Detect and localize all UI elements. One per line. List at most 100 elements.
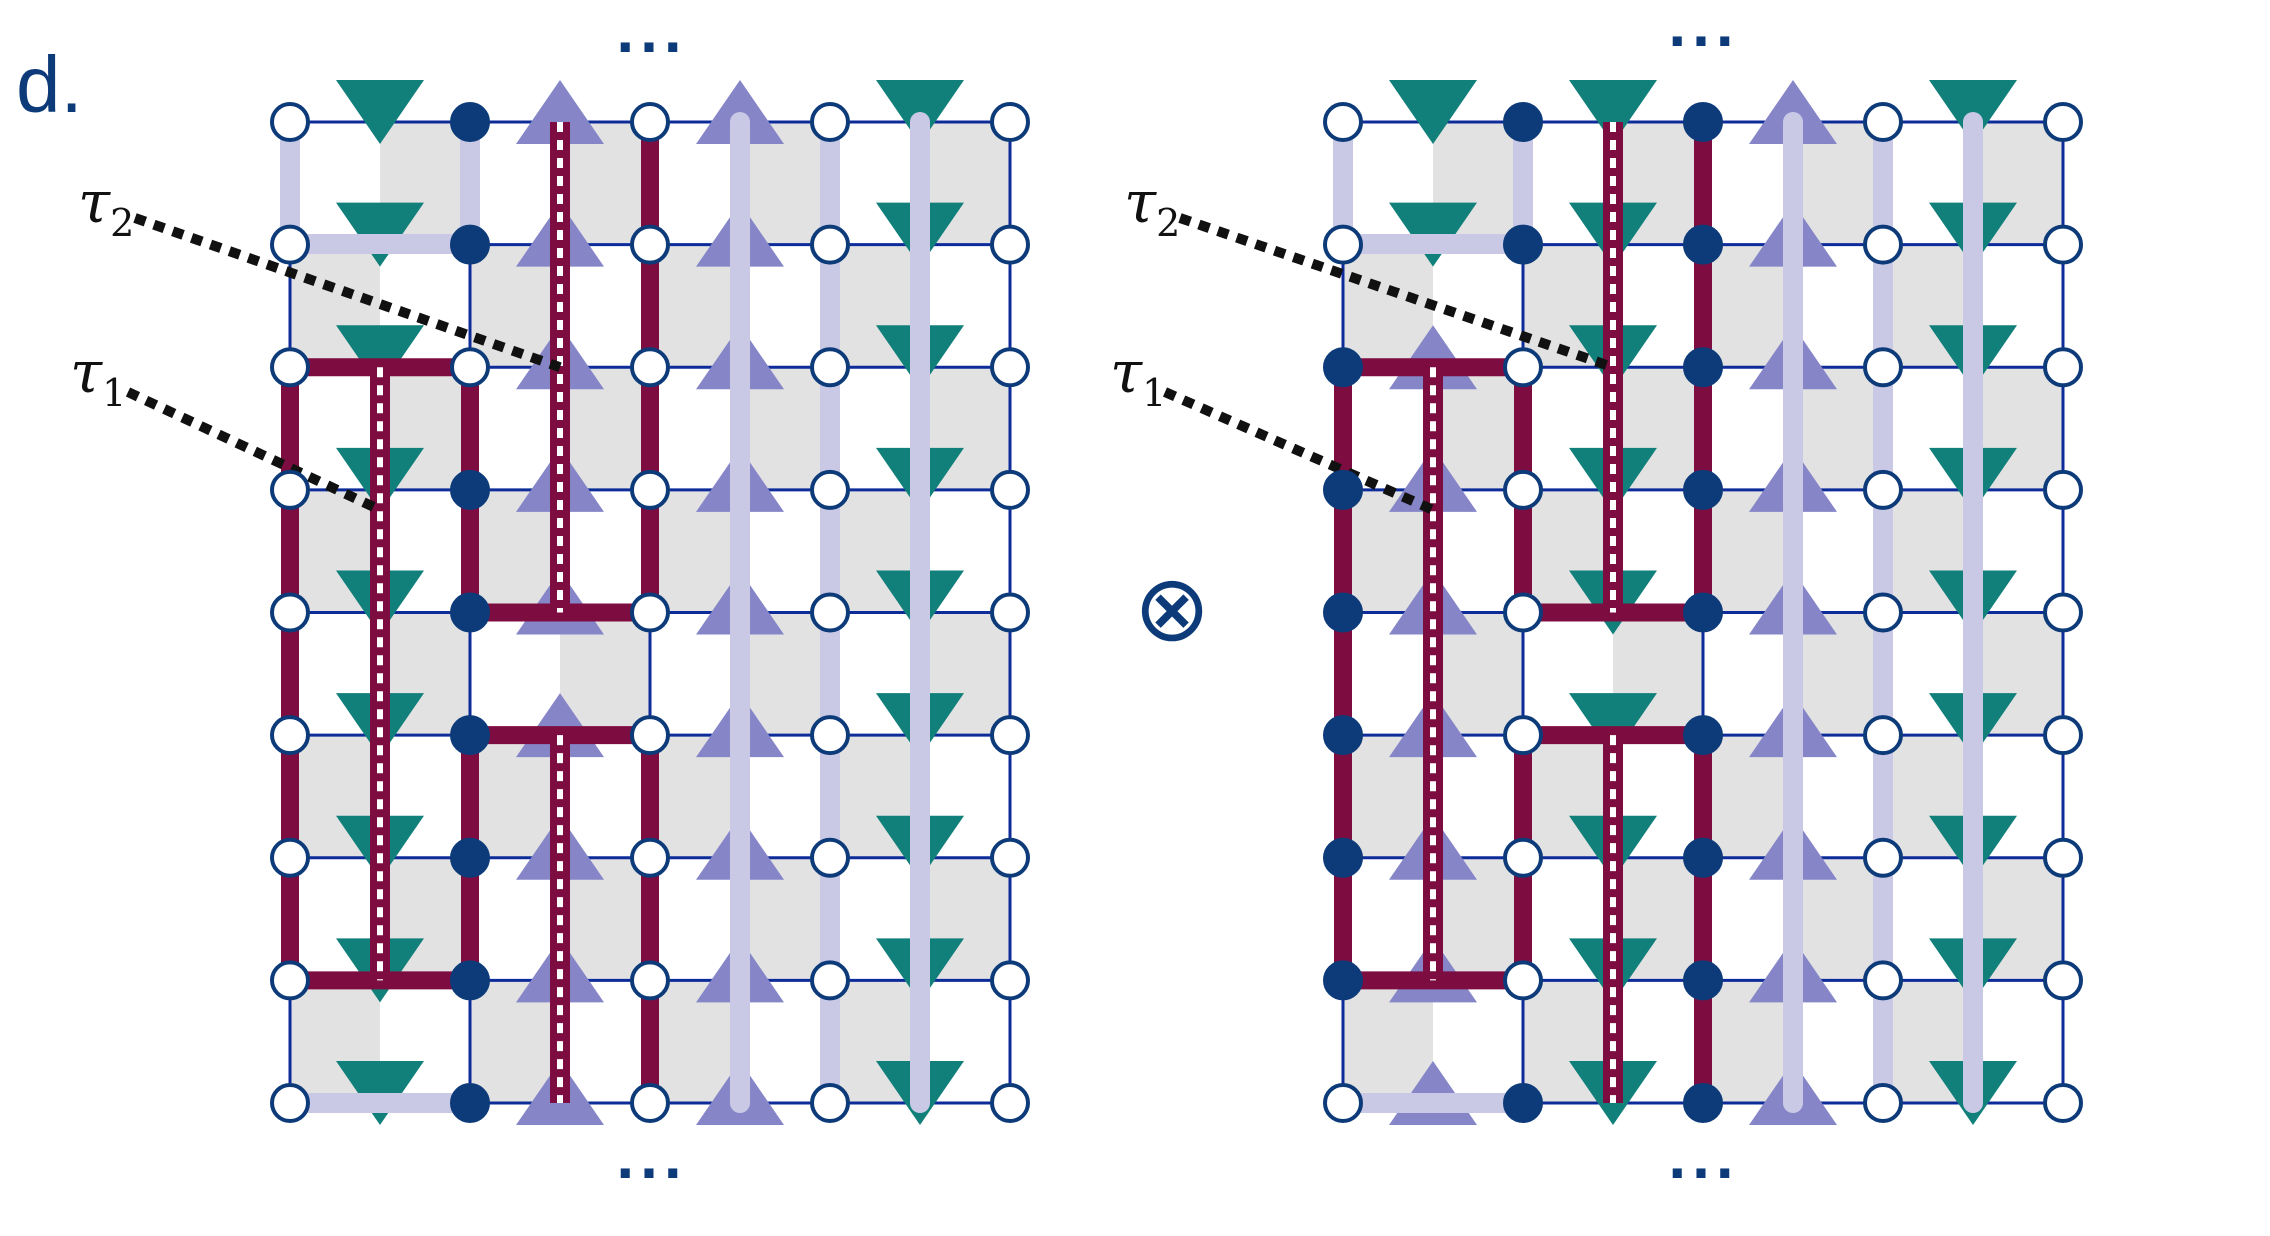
left-down-triangle [336, 80, 424, 144]
right-light-path [1333, 112, 1533, 254]
left-open-vertex [270, 347, 310, 388]
left-open-vertex [270, 469, 310, 510]
left-open-vertex [990, 837, 1030, 878]
left-open-vertex [990, 469, 1030, 510]
right-open-vertex [1503, 837, 1543, 878]
right-down-triangle [1569, 80, 1657, 144]
left-open-vertex [810, 102, 850, 142]
right-open-vertex [1863, 224, 1903, 265]
left-open-vertex [810, 469, 850, 510]
right-open-vertex [1863, 469, 1903, 510]
right-open-vertex [1503, 347, 1543, 388]
right-filled-vertex [1503, 102, 1543, 142]
right-filled-vertex [1683, 960, 1723, 1001]
left-open-vertex [990, 224, 1030, 265]
left-filled-vertex [450, 960, 490, 1001]
right-open-vertex [2043, 837, 2083, 878]
right-open-vertex [1863, 347, 1903, 388]
left-open-vertex [630, 347, 670, 388]
left-open-vertex [270, 837, 310, 878]
tensor-product-symbol: ⊗ [1133, 558, 1210, 660]
left-open-vertex [810, 592, 850, 633]
right-down-triangle [1569, 693, 1657, 758]
left-open-vertex [990, 347, 1030, 388]
right-open-vertex [2043, 1083, 2083, 1123]
right-open-vertex [1863, 837, 1903, 878]
left-open-vertex [810, 837, 850, 878]
right-open-vertex [2043, 224, 2083, 265]
left-filled-vertex [450, 469, 490, 510]
right-filled-vertex [1683, 347, 1723, 388]
left-open-vertex [270, 102, 310, 142]
right-down-triangle [1389, 80, 1477, 144]
left-down-triangle [336, 325, 424, 390]
left-open-vertex [630, 469, 670, 510]
right-open-vertex [2043, 960, 2083, 1001]
right-open-vertex [2043, 102, 2083, 142]
left-open-vertex [270, 1083, 310, 1123]
right-filled-vertex [1683, 102, 1723, 142]
left-filled-vertex [450, 1083, 490, 1123]
left-open-vertex [450, 347, 490, 388]
right-filled-vertex [1323, 347, 1363, 388]
left-filled-vertex [450, 592, 490, 633]
left-filled-vertex [450, 102, 490, 142]
right-open-vertex [1503, 592, 1543, 633]
right-open-vertex [2043, 715, 2083, 756]
left-tau2-label: τ2 [78, 168, 134, 245]
right-open-vertex [1503, 960, 1543, 1001]
right-filled-vertex [1683, 469, 1723, 510]
left-open-vertex [270, 224, 310, 265]
left-open-vertex [630, 1083, 670, 1123]
left-open-vertex [990, 102, 1030, 142]
right-tau1-label: τ1 [1110, 338, 1166, 415]
left-open-vertex [630, 960, 670, 1001]
right-open-vertex [1863, 960, 1903, 1001]
left-open-vertex [630, 224, 670, 265]
left-open-vertex [810, 347, 850, 388]
labels: d. ... ... ... ... ⊗ τ2 τ1 τ2 τ1 [16, 0, 1734, 1192]
right-open-vertex [1863, 1083, 1903, 1123]
left-tau-string [133, 213, 562, 372]
left-open-vertex [990, 592, 1030, 633]
right-open-vertex [1323, 102, 1363, 142]
left-filled-vertex [450, 837, 490, 878]
right-filled-vertex [1503, 224, 1543, 265]
left-open-vertex [270, 960, 310, 1001]
lattice-vertices [270, 102, 2083, 1123]
left-light-path [280, 112, 480, 254]
left-tau-string [125, 387, 383, 515]
left-open-vertex [810, 715, 850, 756]
left-open-vertex [630, 715, 670, 756]
left-open-vertex [810, 1083, 850, 1123]
right-open-vertex [2043, 469, 2083, 510]
right-tau2-label: τ2 [1124, 168, 1180, 245]
left-filled-vertex [450, 715, 490, 756]
right-filled-vertex [1503, 1083, 1543, 1123]
right-filled-vertex [1323, 960, 1363, 1001]
left-up-triangle [516, 80, 604, 144]
left-open-vertex [990, 715, 1030, 756]
right-open-vertex [1863, 592, 1903, 633]
left-open-vertex [810, 960, 850, 1001]
left-open-vertex [990, 960, 1030, 1001]
left-tau1-label: τ1 [70, 338, 126, 415]
tau-strings [125, 213, 1615, 515]
left-open-vertex [990, 1083, 1030, 1123]
right-open-vertex [1503, 469, 1543, 510]
left-bottom-ellipsis: ... [616, 1120, 687, 1192]
right-shaded-cell [1343, 244, 1433, 368]
left-open-vertex [630, 102, 670, 142]
left-open-vertex [270, 715, 310, 756]
right-filled-vertex [1683, 837, 1723, 878]
right-filled-vertex [1323, 592, 1363, 633]
right-filled-vertex [1323, 469, 1363, 510]
right-open-vertex [2043, 347, 2083, 388]
left-open-vertex [630, 837, 670, 878]
right-open-vertex [1323, 1083, 1363, 1123]
right-open-vertex [2043, 592, 2083, 633]
right-tau-string [1178, 213, 1615, 372]
left-open-vertex [630, 592, 670, 633]
left-top-ellipsis: ... [616, 0, 687, 66]
